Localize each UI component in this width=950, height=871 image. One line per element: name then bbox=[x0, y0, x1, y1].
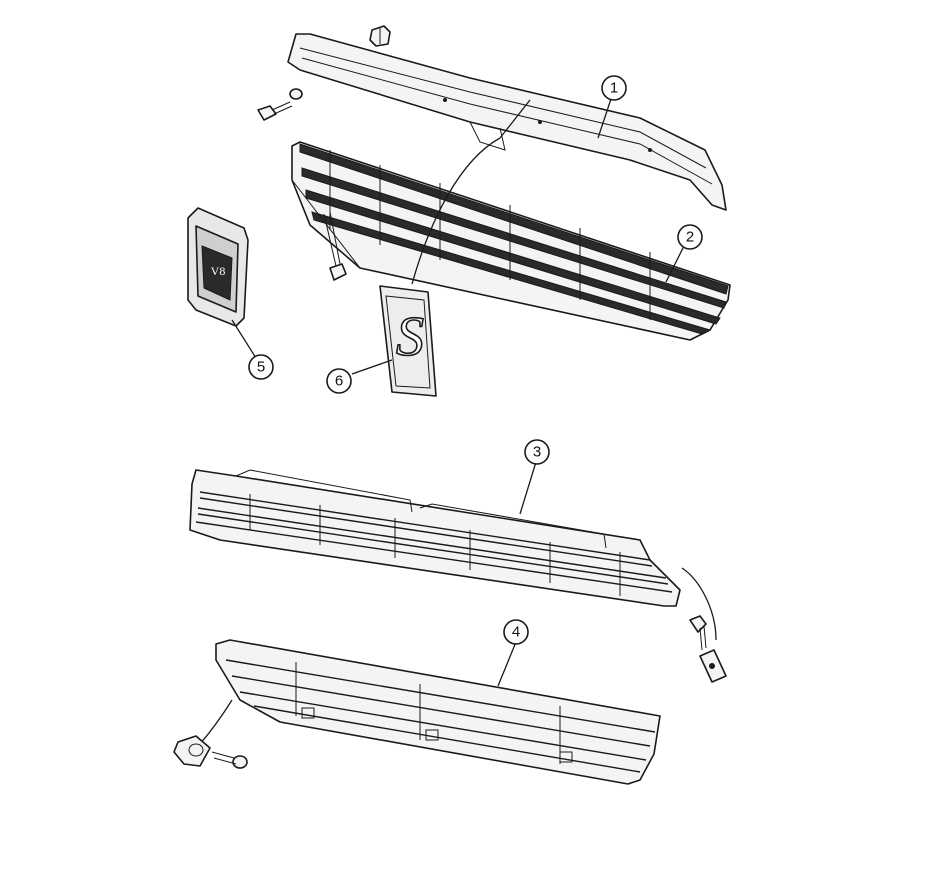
part-6-grille-badge: S bbox=[379, 285, 437, 397]
callout-2: 2 bbox=[677, 224, 703, 250]
bolt-icon bbox=[689, 615, 707, 651]
callout-1-label: 1 bbox=[610, 80, 618, 97]
callout-5-label: 5 bbox=[257, 359, 265, 376]
washer-icon bbox=[289, 88, 303, 100]
badge-letter-s: S bbox=[396, 306, 424, 368]
fixing-screw-icon bbox=[211, 751, 248, 769]
badge-logo-text: V8 bbox=[211, 264, 226, 278]
push-clip-icon bbox=[173, 735, 211, 767]
part-2-radiator-grille bbox=[291, 141, 731, 341]
part-3-lower-grille bbox=[189, 469, 681, 607]
part-1-upper-finisher bbox=[287, 33, 727, 211]
callout-4-label: 4 bbox=[512, 624, 520, 641]
part-4-valance-grille bbox=[215, 639, 661, 785]
grille-screw-icon bbox=[323, 211, 347, 281]
callout-1: 1 bbox=[601, 75, 627, 101]
clip-fastener-icon bbox=[369, 25, 391, 47]
callout-6: 6 bbox=[326, 368, 352, 394]
callout-6-label: 6 bbox=[335, 373, 343, 390]
part-5-bonnet-badge: V8 bbox=[187, 207, 249, 327]
callout-2-label: 2 bbox=[686, 229, 694, 246]
clip-nut-icon bbox=[699, 649, 727, 683]
callout-3-label: 3 bbox=[533, 444, 541, 461]
callout-4: 4 bbox=[503, 619, 529, 645]
callout-3: 3 bbox=[524, 439, 550, 465]
screw-icon bbox=[257, 101, 293, 121]
callout-5: 5 bbox=[248, 354, 274, 380]
